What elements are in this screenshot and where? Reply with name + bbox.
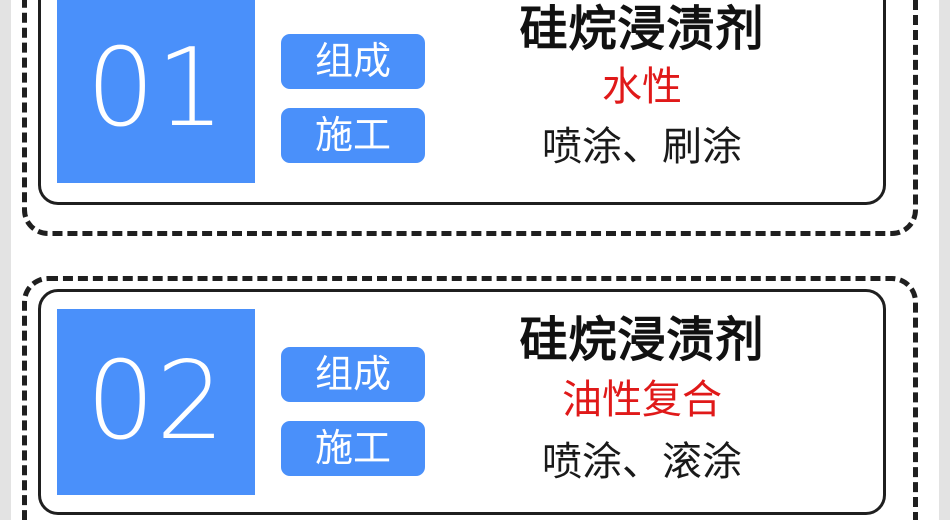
card-content: 02 组成 施工 硅烷浸渍剂 油性复合 喷涂、滚涂: [41, 292, 883, 512]
product-title: 硅烷浸渍剂: [519, 312, 765, 369]
composition-value: 油性复合: [562, 376, 722, 423]
page-edge-strip-left: [0, 0, 11, 520]
tag-composition[interactable]: 组成: [281, 346, 425, 402]
page-edge-strip-right: [939, 0, 950, 520]
tag-construction[interactable]: 施工: [281, 420, 425, 476]
construction-value: 喷涂、刷涂: [542, 123, 742, 170]
tag-composition[interactable]: 组成: [281, 33, 425, 89]
product-card-02: 02 组成 施工 硅烷浸渍剂 油性复合 喷涂、滚涂: [22, 276, 918, 520]
construction-value: 喷涂、滚涂: [542, 438, 742, 485]
card-number-badge: 02: [57, 309, 255, 495]
card-text-column: 硅烷浸渍剂 水性 喷涂、刷涂: [425, 1, 883, 174]
card-text-column: 硅烷浸渍剂 油性复合 喷涂、滚涂: [425, 312, 883, 489]
card-number-badge: 01: [57, 0, 255, 183]
card-inner-frame: 01 组成 施工 硅烷浸渍剂 水性 喷涂、刷涂: [38, 0, 886, 205]
card-inner-frame: 02 组成 施工 硅烷浸渍剂 油性复合 喷涂、滚涂: [38, 289, 886, 515]
product-card-01: 01 组成 施工 硅烷浸渍剂 水性 喷涂、刷涂: [22, 0, 918, 236]
attribute-tag-list: 组成 施工: [281, 329, 425, 476]
card-outer-dashed-frame: [22, 0, 918, 236]
tag-construction[interactable]: 施工: [281, 107, 425, 163]
product-title: 硅烷浸渍剂: [519, 1, 765, 58]
attribute-tag-list: 组成 施工: [281, 16, 425, 163]
card-outer-dashed-frame: [22, 276, 918, 520]
card-content: 01 组成 施工 硅烷浸渍剂 水性 喷涂、刷涂: [41, 0, 883, 202]
composition-value: 水性: [602, 63, 682, 110]
